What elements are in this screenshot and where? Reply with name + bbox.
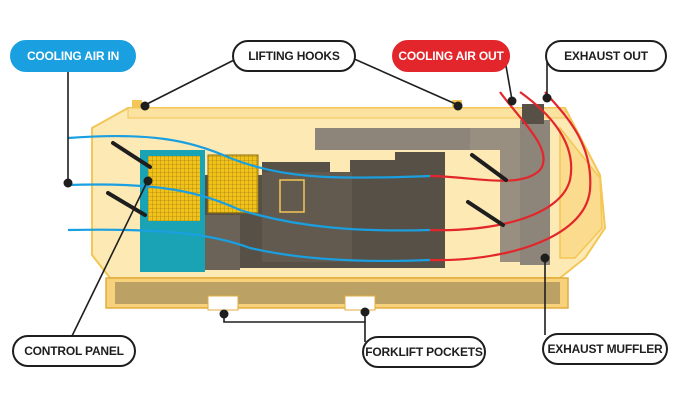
dot-exhaust-muffler (540, 253, 550, 263)
exhaust-stack (522, 104, 544, 124)
skid-fuel-tank (115, 282, 560, 304)
louver-in-top (111, 141, 152, 169)
dot-exhaust-out (542, 93, 552, 103)
leader-lifting-hooks-right (351, 57, 459, 106)
dot-forklift-pocket-right (360, 307, 370, 317)
control-box (279, 179, 305, 213)
lifting-hooks-label: LIFTING HOOKS (232, 40, 356, 72)
leader-lines (67, 57, 548, 342)
exhaust-muffler-label: EXHAUST MUFFLER (542, 333, 668, 365)
dot-cooling-air-out (507, 96, 517, 106)
cooling-air-in-line-1 (67, 134, 431, 179)
cooling-air-in-line-3 (67, 228, 431, 263)
skid-base (105, 277, 569, 311)
engine-cover (262, 172, 352, 262)
forklift-pocket-right (344, 295, 376, 311)
cooling-air-out-line-2 (429, 91, 573, 232)
enclosure-roof-strip (127, 107, 566, 119)
leader-forklift-pockets (223, 312, 366, 342)
exhaust-out-label: EXHAUST OUT (545, 40, 667, 72)
cooling-air-in-label: COOLING AIR IN (10, 40, 136, 72)
forklift-pocket-left (207, 295, 239, 311)
exhaust-manifold (315, 128, 470, 150)
louver-out-top (470, 153, 508, 182)
radiator (140, 150, 259, 272)
cooling-air-out-line-1 (429, 91, 545, 182)
dot-lifting-hook-left (140, 101, 150, 111)
control-panel-label: CONTROL PANEL (12, 335, 136, 367)
lifting-hook-left (132, 100, 142, 108)
dot-forklift-pocket-left (219, 309, 229, 319)
air-duct (440, 128, 520, 262)
cooling-air-out-flow (429, 91, 592, 262)
louver-in-bottom (106, 191, 147, 217)
radiator-core (148, 156, 200, 221)
cooling-air-in-line-2 (67, 183, 431, 232)
dot-cooling-air-in (63, 178, 73, 188)
leader-dots (63, 93, 552, 319)
leader-cooling-air-out (504, 59, 513, 101)
leader-lifting-hooks-left (144, 57, 239, 106)
cooling-air-in-flow (67, 134, 431, 263)
dot-control-panel (143, 176, 153, 186)
leader-control-panel (71, 179, 149, 337)
airflow-louvers (106, 141, 508, 227)
cooling-air-out-label: COOLING AIR OUT (392, 40, 510, 72)
fan-housing (207, 154, 259, 214)
louver-out-bottom (466, 200, 505, 227)
dot-lifting-hook-right (453, 101, 463, 111)
forklift-pockets-label: FORKLIFT POCKETS (362, 336, 486, 368)
cooling-air-out-line-3 (429, 91, 592, 262)
